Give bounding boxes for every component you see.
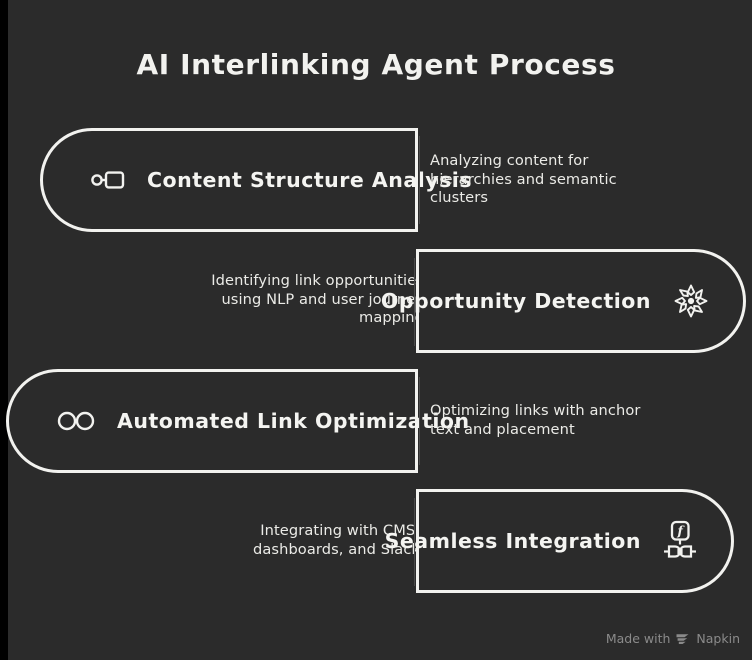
plugin-connector-icon: f xyxy=(663,520,697,562)
step-capsule-content-structure-analysis[interactable]: Content Structure Analysis xyxy=(40,128,472,232)
row-divider xyxy=(414,258,415,346)
step-capsule-seamless-integration[interactable]: Seamless Integration f xyxy=(385,489,734,593)
infinity-link-icon xyxy=(57,410,95,432)
step-description: Analyzing content for hierarchies and se… xyxy=(430,152,617,206)
footer-attribution: Made with Napkin xyxy=(606,631,740,646)
napkin-brand-label: Napkin xyxy=(696,631,740,646)
step-label: Automated Link Optimization xyxy=(117,409,470,433)
napkin-chevrons-icon xyxy=(676,633,690,645)
page-title: AI Interlinking Agent Process xyxy=(136,48,616,81)
row-divider xyxy=(414,498,415,586)
step-label: Seamless Integration xyxy=(384,529,641,553)
step-capsule-automated-link-optimization[interactable]: Automated Link Optimization xyxy=(6,369,469,473)
row-divider xyxy=(419,377,420,465)
snowflake-burst-icon xyxy=(673,283,709,319)
step-description: Identifying link opportunities using NLP… xyxy=(211,272,424,326)
step-label: Opportunity Detection xyxy=(380,289,651,313)
step-label: Content Structure Analysis xyxy=(147,168,473,192)
row-divider xyxy=(419,136,420,224)
svg-text:f: f xyxy=(677,523,686,538)
step-description: Optimizing links with anchor text and pl… xyxy=(430,402,641,438)
step-description: Integrating with CMS, dashboards, and Sl… xyxy=(252,522,420,558)
step-capsule-opportunity-detection[interactable]: Opportunity Detection xyxy=(381,249,746,353)
tag-connector-icon xyxy=(91,169,125,191)
made-with-label: Made with xyxy=(605,631,671,646)
